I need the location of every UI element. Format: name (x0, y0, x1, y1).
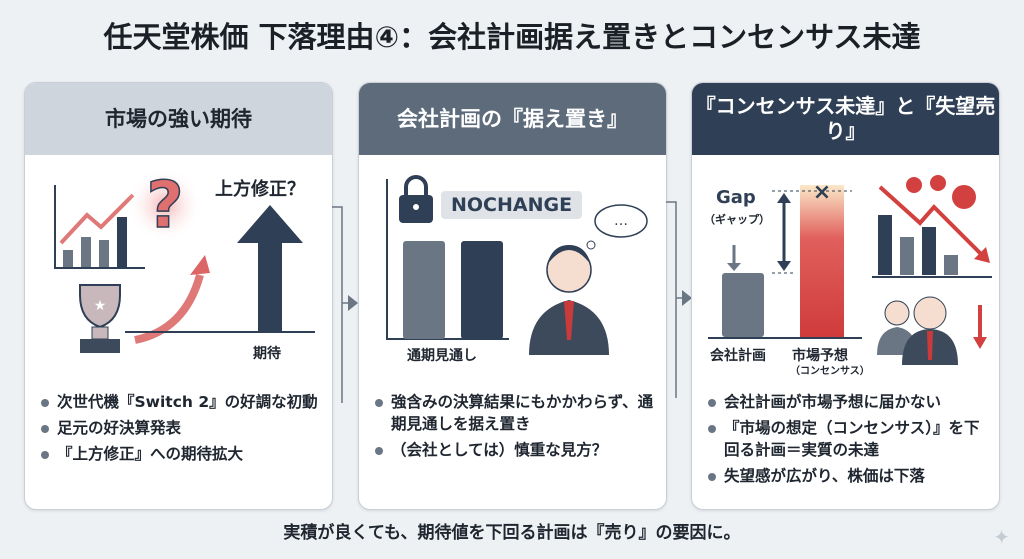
svg-text:★: ★ (94, 298, 107, 314)
plan-label: 会社計画 (710, 348, 766, 364)
bullet-item: 足元の好決算発表 (39, 417, 324, 439)
bullet-list: 次世代機『Switch 2』の好調な初動 足元の好決算発表 『上方修正』への期待… (39, 391, 324, 469)
gap-chart-icon: × (708, 175, 992, 365)
bullet-item: 『上方修正』への期待拡大 (39, 443, 324, 465)
panel-header: 『コンセンサス未達』と『失望売り』 (692, 83, 999, 155)
illustration-gap: × Gap （ギャップ） 会社計画 市場予想 （コンセンサス） (692, 155, 999, 385)
bullet-item: 次世代機『Switch 2』の好調な初動 (39, 391, 324, 413)
bullet-list: 会社計画が市場予想に届かない 『市場の想定（コンセンサス）』を下回る計画＝実質の… (706, 391, 991, 491)
connector-arrow-icon (332, 206, 358, 403)
gap-sub-label: （ギャップ） (704, 213, 770, 226)
illustration-plan: … NOCHANGE 通期見通し (359, 155, 666, 385)
panel-market-expectation: 市場の強い期待 ? ★ 上方修正？ 期待 次世代機『Switch 2』の好調な初… (24, 82, 333, 510)
svg-text:×: × (813, 180, 831, 205)
revision-label: 上方修正？ (215, 179, 305, 200)
gap-label: Gap (716, 187, 756, 208)
outlook-label: 通期見通し (407, 348, 477, 364)
page-title: 任天堂株価 下落理由④：会社計画据え置きとコンセンサス未達 (103, 20, 921, 54)
panel-consensus-miss: 『コンセンサス未達』と『失望売り』 × Gap （ギャップ） 会社計画 市場予想… (691, 82, 1000, 510)
trophy-chart-icon: ? ★ (54, 167, 315, 353)
connector-arrow-icon (666, 201, 692, 398)
nochange-badge: NOCHANGE (441, 191, 583, 219)
bullet-item: 失望感が広がり、株価は下落 (706, 465, 991, 487)
lock-bars-icon: … (386, 175, 648, 355)
panel-header: 市場の強い期待 (25, 83, 332, 155)
bullet-list: 強含みの決算結果にもかかわらず、通期見通しを据え置き （会社としては）慎重な見方… (373, 391, 658, 465)
sparkle-icon: ✦ (993, 525, 1010, 549)
bullet-item: 会社計画が市場予想に届かない (706, 391, 991, 413)
panel-header: 会社計画の『据え置き』 (359, 83, 666, 155)
svg-text:?: ? (146, 169, 183, 243)
consensus-sub-label: （コンセンサス） (790, 366, 870, 377)
footer-summary: 実積が良くても、期待値を下回る計画は『売り』の要因に。 (283, 523, 741, 543)
bullet-item: （会社としては）慎重な見方？ (373, 439, 658, 461)
expectation-label: 期待 (253, 346, 281, 362)
panel-company-plan: 会社計画の『据え置き』 … NOCHANGE 通期見通し 強含みの決算結果にもか… (358, 82, 667, 510)
bullet-item: 強含みの決算結果にもかかわらず、通期見通しを据え置き (373, 391, 658, 435)
svg-text:…: … (614, 213, 628, 229)
consensus-label: 市場予想 (792, 348, 848, 364)
bullet-item: 『市場の想定（コンセンサス）』を下回る計画＝実質の未達 (706, 417, 991, 461)
illustration-expectation: ? ★ 上方修正？ 期待 (25, 155, 332, 385)
